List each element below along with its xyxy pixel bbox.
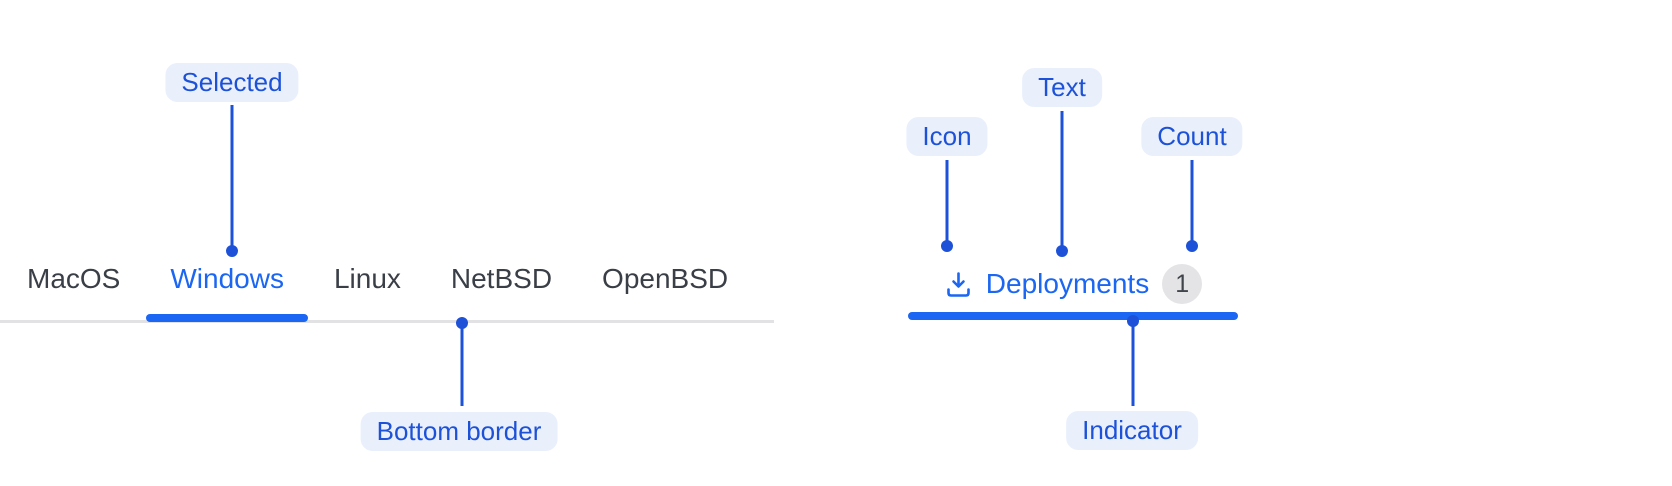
tab-label: OpenBSD <box>602 263 729 294</box>
annotation-indicator: Indicator <box>1066 411 1198 450</box>
connector-line <box>945 160 949 246</box>
tab-label: MacOS <box>27 263 121 294</box>
connector-line <box>1060 111 1064 251</box>
tab-macos[interactable]: MacOS <box>27 263 120 320</box>
os-tab-bar: MacOS Windows Linux NetBSD OpenBSD <box>0 263 774 323</box>
annotation-text: Text <box>1022 68 1102 107</box>
connector-dot <box>1186 240 1198 252</box>
connector-line <box>230 105 234 251</box>
tab-label: Linux <box>333 263 401 294</box>
annotation-bottom-border: Bottom border <box>360 412 558 451</box>
connector-dot <box>1056 245 1068 257</box>
connector-line <box>460 323 464 406</box>
download-icon <box>946 271 970 297</box>
tab-netbsd[interactable]: NetBSD <box>451 263 552 320</box>
deployments-tab[interactable]: Deployments 1 <box>908 263 1238 320</box>
tab-label: Windows <box>170 263 284 294</box>
connector-line <box>1190 160 1194 246</box>
annotation-icon: Icon <box>906 117 988 156</box>
active-tab-indicator <box>908 312 1238 320</box>
deployments-count-badge: 1 <box>1162 264 1203 304</box>
connector-dot <box>226 245 238 257</box>
deployments-tab-content: Deployments 1 <box>908 263 1238 305</box>
annotation-selected: Selected <box>165 63 299 102</box>
tab-linux[interactable]: Linux <box>334 263 401 320</box>
connector-line <box>1131 321 1135 406</box>
connector-dot <box>941 240 953 252</box>
deployments-tab-label: Deployments <box>985 268 1150 299</box>
selected-tab-underline <box>146 314 308 322</box>
annotation-count: Count <box>1141 117 1243 156</box>
tab-openbsd[interactable]: OpenBSD <box>602 263 728 320</box>
tab-label: NetBSD <box>450 263 553 294</box>
tab-windows-selected[interactable]: Windows <box>146 263 308 322</box>
